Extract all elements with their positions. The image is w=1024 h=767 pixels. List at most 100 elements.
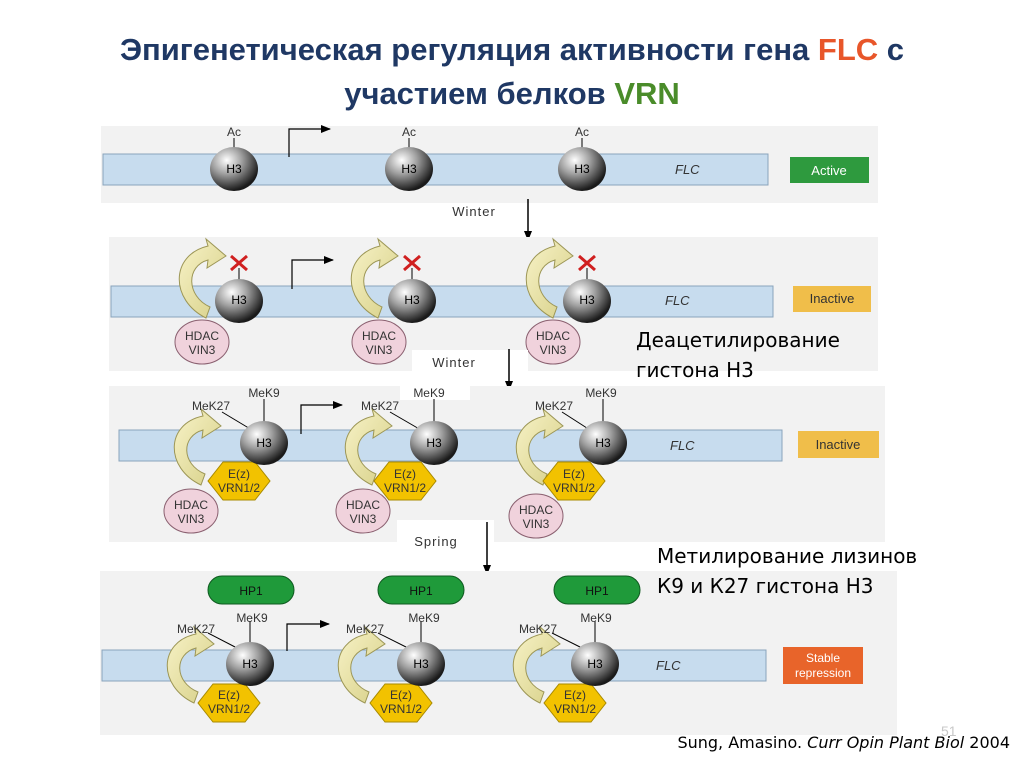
hp1-protein xyxy=(207,575,295,605)
hdac-label: HDAC xyxy=(174,498,208,512)
citation-authors: Sung, Amasino. xyxy=(677,733,808,752)
hdac-vin3-complex xyxy=(163,488,219,534)
page-title: Эпигенетическая регуляция активности ген… xyxy=(0,28,1024,116)
ez-action-arrow xyxy=(337,625,386,704)
histone-h3 xyxy=(579,421,627,465)
dna-bar xyxy=(102,153,769,186)
h3-label: H3 xyxy=(426,436,442,450)
histone-h3 xyxy=(388,279,436,323)
vrn12-label: VRN1/2 xyxy=(384,481,426,495)
citation-year: 2004 xyxy=(964,733,1010,752)
removed-acetyl-mark xyxy=(403,254,421,272)
vrn12-label: VRN1/2 xyxy=(218,481,260,495)
panel-deacetylated: FLC HDAC VIN3 H3 HDAC VIN3 H3 HDAC VI xyxy=(109,237,878,371)
mek27-label: MeK27 xyxy=(519,622,557,636)
histone-h3 xyxy=(571,642,619,686)
hp1-protein xyxy=(377,575,465,605)
mek9-label: MeK9 xyxy=(408,611,440,625)
hdac-vin3-complex xyxy=(335,488,391,534)
histone-h3 xyxy=(210,147,258,191)
transition-winter-1: Winter xyxy=(428,199,532,241)
ez-action-arrow xyxy=(515,407,564,486)
title-text-1: Эпигенетическая регуляция активности ген… xyxy=(119,32,818,67)
transcription-arrow xyxy=(300,401,343,434)
gene-label-flc: FLC xyxy=(675,162,700,177)
note-line: Метилирование лизинов xyxy=(657,544,918,568)
methylation-unit: HDAC VIN3 E(z) VRN1/2 MeK9 MeK27 H3 xyxy=(508,386,627,539)
gene-label-flc: FLC xyxy=(670,438,695,453)
gene-label-flc: FLC xyxy=(656,658,681,673)
mek27-label: MeK27 xyxy=(192,399,230,413)
ez-label: E(z) xyxy=(390,688,412,702)
transition-box xyxy=(428,203,520,237)
title-text-2: с xyxy=(878,32,905,67)
mek27-label: MeK27 xyxy=(177,622,215,636)
ez-vrn12-complex xyxy=(542,461,606,501)
nucleosome-acetylated: Ac H3 xyxy=(210,125,258,191)
ez-label: E(z) xyxy=(564,688,586,702)
h3-label: H3 xyxy=(401,162,417,176)
transition-label: Winter xyxy=(432,355,476,370)
state-badge-inactive xyxy=(793,286,871,312)
histone-h3 xyxy=(240,421,288,465)
hdac-label: HDAC xyxy=(519,503,553,517)
transition-box-overlap xyxy=(400,386,470,400)
mek27-label: MeK27 xyxy=(361,399,399,413)
state-label-inactive: Inactive xyxy=(816,437,861,452)
title-gene-flc: FLC xyxy=(817,32,879,67)
mek9-label: MeK9 xyxy=(236,611,268,625)
transition-label: Spring xyxy=(414,534,458,549)
h3-label: H3 xyxy=(226,162,242,176)
transition-label: Winter xyxy=(452,204,496,219)
h3-label: H3 xyxy=(413,657,429,671)
citation: Sung, Amasino. Curr Opin Plant Biol 2004 xyxy=(600,733,1010,752)
transcription-arrow xyxy=(291,256,334,289)
vin3-label: VIN3 xyxy=(540,343,567,357)
state-badge-active xyxy=(790,157,869,183)
state-badge-stable-repression xyxy=(783,647,863,684)
gene-label-flc: FLC xyxy=(665,293,690,308)
mek27-label: MeK27 xyxy=(346,622,384,636)
hdac-action-arrow xyxy=(525,237,574,319)
note-deacetylation: Деацетилирование гистона Н3 xyxy=(636,325,840,385)
histone-h3 xyxy=(397,642,445,686)
hdac-label: HDAC xyxy=(362,329,396,343)
hp1-protein xyxy=(553,575,641,605)
acetyl-label: Ac xyxy=(575,125,589,139)
hp1-label: HP1 xyxy=(585,584,609,598)
state-label-inactive: Inactive xyxy=(810,291,855,306)
note-line: гистона Н3 xyxy=(636,358,754,382)
repression-unit: HP1 E(z) VRN1/2 MeK9 MeK27 H3 xyxy=(337,575,465,723)
histone-h3 xyxy=(215,279,263,323)
mek9-label: MeK9 xyxy=(413,386,445,400)
repression-unit: HP1 E(z) VRN1/2 MeK9 MeK27 H3 xyxy=(512,575,641,723)
page-number: 51 xyxy=(941,723,957,739)
mek9-label: MeK9 xyxy=(585,386,617,400)
vin3-label: VIN3 xyxy=(523,517,550,531)
repression-unit: HP1 E(z) VRN1/2 MeK9 MeK27 H3 xyxy=(166,575,295,723)
mek27-label: MeK27 xyxy=(535,399,573,413)
vrn12-label: VRN1/2 xyxy=(554,702,596,716)
ez-action-arrow xyxy=(512,625,561,704)
ez-action-arrow xyxy=(344,407,393,486)
hdac-vin3-complex xyxy=(508,493,564,539)
histone-h3 xyxy=(558,147,606,191)
vin3-label: VIN3 xyxy=(178,512,205,526)
ez-label: E(z) xyxy=(228,467,250,481)
vin3-label: VIN3 xyxy=(366,343,393,357)
mek9-label: MeK9 xyxy=(248,386,280,400)
removed-acetyl-mark xyxy=(230,254,248,272)
h3-label: H3 xyxy=(579,293,595,307)
histone-h3 xyxy=(226,642,274,686)
nucleosome-acetylated: Ac H3 xyxy=(385,125,433,191)
h3-label: H3 xyxy=(404,293,420,307)
ez-label: E(z) xyxy=(218,688,240,702)
ez-action-arrow xyxy=(173,407,222,486)
note-line: Деацетилирование xyxy=(636,328,840,352)
methylation-unit: HDAC VIN3 E(z) VRN1/2 MeK9 MeK27 H3 xyxy=(163,386,288,534)
hdac-vin3-complex xyxy=(351,319,407,365)
panel-methylated: FLC HDAC VIN3 E(z) VRN1/2 MeK9 MeK27 H3 … xyxy=(109,386,885,542)
deacetylation-unit: HDAC VIN3 H3 xyxy=(525,237,611,365)
hdac-action-arrow xyxy=(350,237,399,319)
ez-label: E(z) xyxy=(394,467,416,481)
